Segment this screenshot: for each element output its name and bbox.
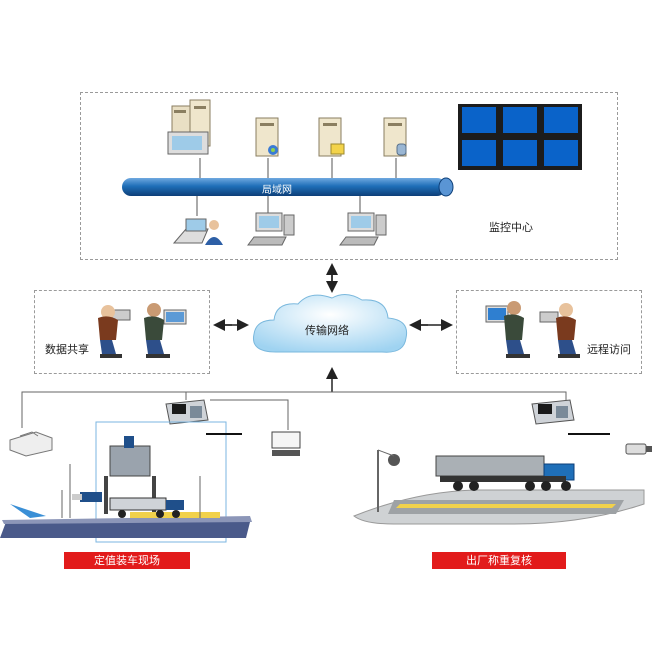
operators-data-share-icon	[98, 303, 187, 358]
network-bus-label: 局域网	[262, 185, 292, 196]
cloud-label: 传输网络	[305, 324, 349, 337]
data-share-label: 数据共享	[45, 343, 89, 356]
data-share-box	[34, 290, 210, 374]
network-bus-pipe	[122, 177, 454, 197]
site-exit-label: 出厂称重复核	[432, 552, 566, 569]
server-icon-3	[383, 117, 407, 157]
remote-access-label: 远程访问	[587, 343, 631, 356]
workstation-icon-2	[339, 212, 387, 246]
terminal-indicator-left	[165, 399, 209, 425]
display-icon	[271, 431, 301, 456]
workstation-icon-1	[247, 212, 295, 246]
cloud-network-icon	[252, 294, 408, 353]
site-loading-label: 定值装车现场	[64, 552, 190, 569]
operators-remote-icon	[485, 301, 580, 358]
cctv-camera-icon	[625, 443, 652, 455]
server-cluster-icon	[167, 99, 211, 155]
loading-site-scene	[0, 421, 252, 543]
video-wall-icon	[458, 104, 582, 170]
monitor-center-label: 监控中心	[489, 221, 533, 234]
monitor-center-box	[80, 92, 618, 260]
printer-icon	[9, 431, 53, 457]
terminal-indicator-right	[531, 399, 575, 425]
server-icon-2	[318, 117, 345, 157]
server-icon-1	[255, 117, 279, 157]
exit-weighing-scene	[353, 433, 645, 525]
laptop-user-icon	[172, 218, 223, 245]
remote-access-box	[456, 290, 642, 374]
